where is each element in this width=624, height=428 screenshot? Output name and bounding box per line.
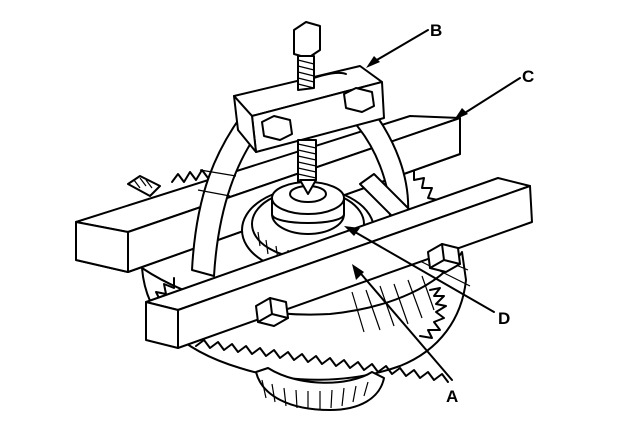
differential-pinion [255,367,385,411]
forcing-screw [293,21,321,195]
lower-bar-bolt-right [427,243,461,273]
callout-b: B [430,21,442,40]
leader-lines [344,29,521,381]
crossbar-nut-left [261,115,293,141]
lower-bar-bolt-left [255,297,289,327]
crossbar-nut-right [343,87,375,113]
callout-c: C [522,67,534,86]
side-stud [127,175,161,197]
callout-d: D [498,309,510,328]
callout-a: A [446,387,458,406]
